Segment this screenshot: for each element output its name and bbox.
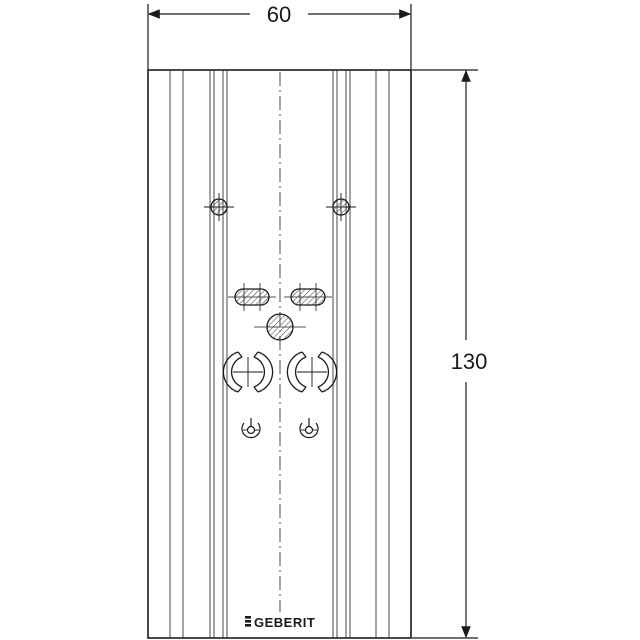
mounting-hole-left bbox=[204, 193, 234, 221]
logo-mark-icon bbox=[245, 616, 251, 619]
small-hole-left bbox=[241, 418, 261, 439]
height-label: 130 bbox=[451, 349, 488, 374]
height-dimension: 130 bbox=[412, 69, 488, 639]
valve-opening-right bbox=[286, 351, 338, 393]
slot-hole-right bbox=[284, 283, 332, 311]
valve-opening-left bbox=[222, 351, 274, 393]
brand-name: GEBERIT bbox=[254, 615, 315, 630]
small-hole-right bbox=[299, 418, 319, 439]
width-dimension: 60 bbox=[147, 2, 412, 70]
panel-outline bbox=[147, 69, 412, 639]
logo-mark-bar bbox=[245, 620, 251, 623]
geberit-logo: GEBERIT bbox=[245, 615, 315, 630]
mounting-hole-right bbox=[326, 193, 356, 221]
logo-mark-bar bbox=[245, 624, 251, 627]
slot-hole-left bbox=[228, 283, 276, 311]
width-label: 60 bbox=[267, 2, 291, 27]
center-hole bbox=[254, 313, 306, 341]
panel-grooves bbox=[169, 70, 390, 638]
